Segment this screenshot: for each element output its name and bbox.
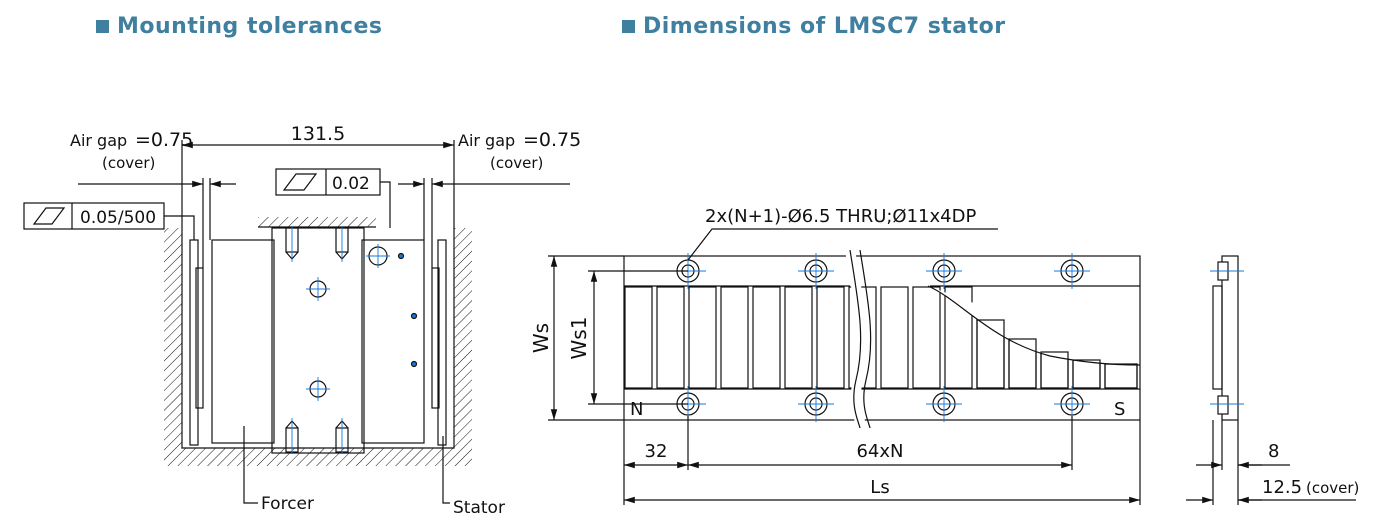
dim-32: 32 [645,441,668,462]
cover-curve [927,285,1141,366]
mounting-diagram [23,140,570,504]
mounting-title-group: Mounting tolerances [96,14,382,39]
dim-64xn: 64xN [856,441,903,462]
title-bullet-icon [622,20,635,33]
stator-side-view [1186,255,1356,505]
stator-right-outer [431,267,440,409]
stator-front-view [548,228,1141,505]
ws-label: Ws [529,323,553,353]
stator-title-group: Dimensions of LMSC7 stator [622,14,1006,39]
dim-12-5-note: (cover) [1306,479,1359,497]
air-gap-left-label: Air gap [70,131,127,150]
dim-131-5: 131.5 [291,123,345,145]
forcer-label: Forcer [261,494,314,514]
forcer-right-side [361,239,425,444]
dim-8: 8 [1268,441,1279,462]
stator-left-back [189,239,199,446]
forcer-center [271,227,365,454]
stator-left-outer [195,267,204,409]
ws1-label: Ws1 [567,317,591,360]
stator-label: Stator [453,498,505,518]
air-gap-left-value: =0.75 [135,129,193,151]
stator-outline [623,255,1141,421]
dim-ls: Ls [870,477,889,498]
title-bullet-icon [96,20,109,33]
stator-right-back [437,239,447,446]
base-hatch [164,228,472,466]
hole-callout: 2x(N+1)-Ø6.5 THRU;Ø11x4DP [705,206,976,227]
top-plate-hatch [258,217,376,227]
pole-n-label: N [630,399,643,420]
pole-s-label: S [1114,399,1125,420]
forcer-left-side [211,239,275,444]
parallelism-inner-value: 0.02 [332,174,370,194]
base-outline [181,228,455,449]
air-gap-right-label: Air gap [458,131,515,150]
mounting-title: Mounting tolerances [117,14,383,39]
stator-title: Dimensions of LMSC7 stator [643,14,1006,39]
dim-12-5: 12.5 [1262,477,1302,498]
air-gap-left-note: (cover) [102,154,155,172]
air-gap-right-value: =0.75 [523,129,581,151]
parallelism-outer-value: 0.05/500 [80,208,156,228]
air-gap-right-note: (cover) [490,154,543,172]
